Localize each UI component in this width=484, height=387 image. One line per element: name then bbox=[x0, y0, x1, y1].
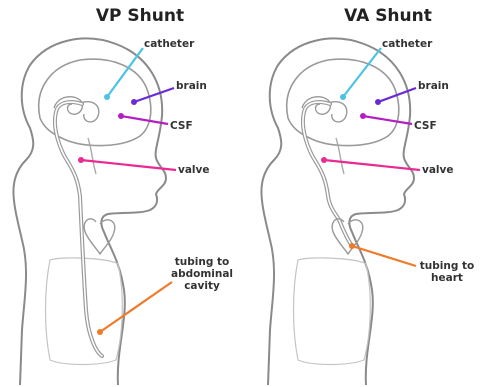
vp-figure bbox=[13, 39, 176, 385]
vp-valve-label: valve bbox=[178, 164, 210, 176]
va-csf-label: CSF bbox=[414, 120, 437, 132]
vp-csf-label: CSF bbox=[170, 120, 193, 132]
va-brain-label: brain bbox=[418, 80, 449, 92]
va-figure bbox=[261, 39, 420, 385]
va-tubing-line1: tubing to bbox=[414, 260, 480, 272]
va-valve-label: valve bbox=[422, 164, 454, 176]
vp-tubing-line2: abdominal bbox=[166, 268, 238, 280]
va-catheter-label: catheter bbox=[382, 38, 432, 50]
va-tubing-line2: heart bbox=[414, 272, 480, 284]
va-tubing-label: tubing to heart bbox=[414, 260, 480, 284]
vp-tubing-line1: tubing to bbox=[166, 256, 238, 268]
vp-tubing-label: tubing to abdominal cavity bbox=[166, 256, 238, 292]
vp-catheter-label: catheter bbox=[144, 38, 194, 50]
vp-brain-label: brain bbox=[176, 80, 207, 92]
vp-tubing-line3: cavity bbox=[166, 280, 238, 292]
